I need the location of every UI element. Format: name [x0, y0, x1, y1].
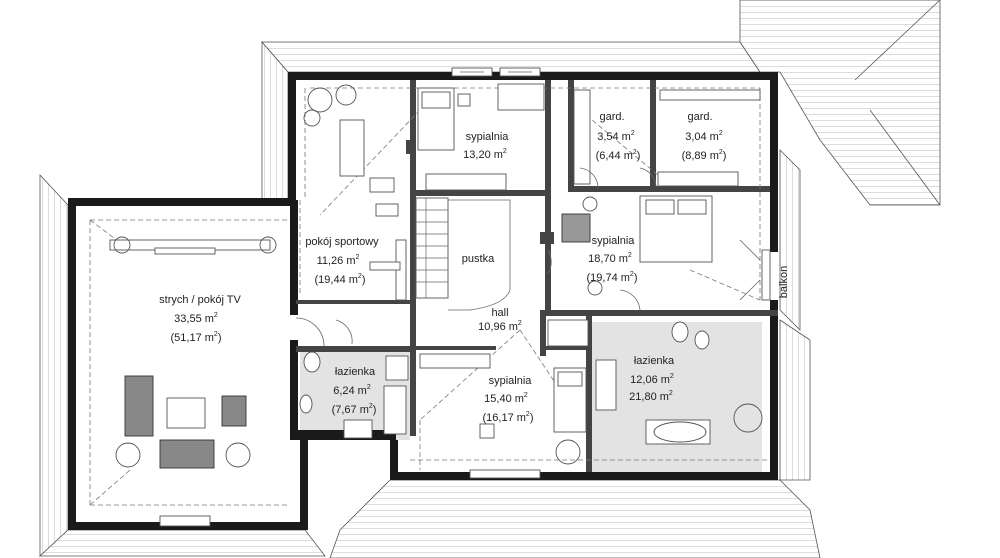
room-name-tv: strych / pokój TV — [159, 294, 241, 306]
unit-exponent: 2 — [369, 403, 373, 410]
paren-close: ) — [723, 150, 727, 162]
room-area-bath1: 6,24 m — [333, 385, 367, 397]
svg-text:(7,67 m2): (7,67 m2) — [332, 403, 377, 416]
unit-exponent: 2 — [367, 384, 371, 391]
svg-text:13,20 m2: 13,20 m2 — [463, 148, 507, 161]
svg-text:12,06 m2: 12,06 m2 — [630, 373, 674, 386]
unit-exponent: 2 — [214, 331, 218, 338]
paren-close: ) — [634, 272, 638, 284]
room-area-sport: 11,26 m — [317, 255, 356, 267]
staircase — [415, 197, 511, 311]
paren-close: ) — [637, 150, 641, 162]
svg-text:21,80 m2: 21,80 m2 — [629, 390, 673, 403]
room-name-void: pustka — [462, 253, 495, 265]
doors — [295, 167, 771, 347]
room-area2-wardrobe2: (8,89 m — [682, 150, 719, 162]
unit-exponent: 2 — [503, 148, 507, 155]
svg-text:15,40 m2: 15,40 m2 — [484, 392, 528, 405]
room-name-hall: hall — [491, 307, 508, 319]
unit-exponent: 2 — [524, 392, 528, 399]
unit-exponent: 2 — [526, 411, 530, 418]
room-area2-bath1: (7,67 m — [332, 404, 369, 416]
room-area-wardrobe1: 3,54 m — [597, 131, 631, 143]
room-labels: strych / pokój TV 33,55 m2 (51,17 m2) po… — [159, 111, 790, 424]
room-area2-sport: (19,44 m — [315, 274, 358, 286]
svg-text:(8,89 m2): (8,89 m2) — [682, 149, 727, 162]
unit-exponent: 2 — [633, 149, 637, 156]
bedroom-1-furniture — [417, 83, 545, 191]
paren-close: ) — [218, 332, 222, 344]
room-name-wardrobe2: gard. — [687, 111, 712, 123]
svg-text:(19,44 m2): (19,44 m2) — [315, 273, 366, 286]
unit-exponent: 2 — [630, 271, 634, 278]
svg-text:18,70 m2: 18,70 m2 — [588, 252, 632, 265]
room-name-bath1: łazienka — [335, 366, 376, 378]
svg-text:3,04 m2: 3,04 m2 — [685, 130, 723, 143]
svg-text:(16,17 m2): (16,17 m2) — [483, 411, 534, 424]
room-area2-bath2: 21,80 m — [629, 391, 669, 403]
interior-walls — [296, 80, 778, 472]
unit-exponent: 2 — [518, 320, 522, 327]
paren-close: ) — [530, 412, 534, 424]
bedroom-3-furniture — [419, 353, 587, 465]
room-area-tv: 33,55 m — [174, 313, 214, 325]
svg-text:33,55 m2: 33,55 m2 — [174, 312, 218, 325]
large-bathroom-furniture — [547, 319, 763, 445]
unit-exponent: 2 — [358, 273, 362, 280]
unit-exponent: 2 — [628, 252, 632, 259]
bathroom-tiles — [300, 322, 762, 472]
room-area-wardrobe2: 3,04 m — [685, 131, 719, 143]
svg-text:6,24 m2: 6,24 m2 — [333, 384, 371, 397]
unit-exponent: 2 — [356, 254, 360, 261]
room-name-bath2: łazienka — [634, 355, 675, 367]
svg-text:(19,74 m2): (19,74 m2) — [587, 271, 638, 284]
tv-room-furniture — [109, 236, 277, 469]
paren-close: ) — [362, 274, 366, 286]
room-name-bedroom1: sypialnia — [466, 131, 510, 143]
unit-exponent: 2 — [670, 373, 674, 380]
room-name-wardrobe1: gard. — [599, 111, 624, 123]
wardrobe-furniture — [573, 89, 761, 187]
unit-exponent: 2 — [719, 130, 723, 137]
room-area-bedroom3: 15,40 m — [484, 393, 524, 405]
room-name-bedroom3: sypialnia — [489, 375, 533, 387]
room-area-bedroom2: 18,70 m — [588, 253, 628, 265]
svg-text:11,26 m2: 11,26 m2 — [317, 254, 360, 267]
room-area2-bedroom3: (16,17 m — [483, 412, 526, 424]
paren-close: ) — [373, 404, 377, 416]
svg-text:(6,44 m2): (6,44 m2) — [596, 149, 641, 162]
svg-text:(51,17 m2): (51,17 m2) — [171, 331, 222, 344]
svg-text:10,96 m2: 10,96 m2 — [478, 320, 522, 333]
unit-exponent: 2 — [214, 312, 218, 319]
bedroom-2-furniture — [561, 195, 713, 296]
room-area-bedroom1: 13,20 m — [463, 149, 503, 161]
room-name-bedroom2: sypialnia — [592, 235, 636, 247]
sport-room-furniture — [303, 84, 407, 301]
room-area-bath2: 12,06 m — [630, 374, 670, 386]
svg-text:3,54 m2: 3,54 m2 — [597, 130, 635, 143]
balcony-label: balkon — [778, 266, 790, 298]
unit-exponent: 2 — [631, 130, 635, 137]
unit-exponent: 2 — [669, 390, 673, 397]
room-area2-bedroom2: (19,74 m — [587, 272, 630, 284]
room-name-sport: pokój sportowy — [305, 236, 379, 248]
small-bathroom-furniture — [299, 351, 409, 439]
roof-eaves — [38, 0, 941, 558]
unit-exponent: 2 — [719, 149, 723, 156]
room-area2-wardrobe1: (6,44 m — [596, 150, 633, 162]
room-area-hall: 10,96 m — [478, 321, 518, 333]
windows — [159, 67, 541, 527]
room-area2-tv: (51,17 m — [171, 332, 214, 344]
